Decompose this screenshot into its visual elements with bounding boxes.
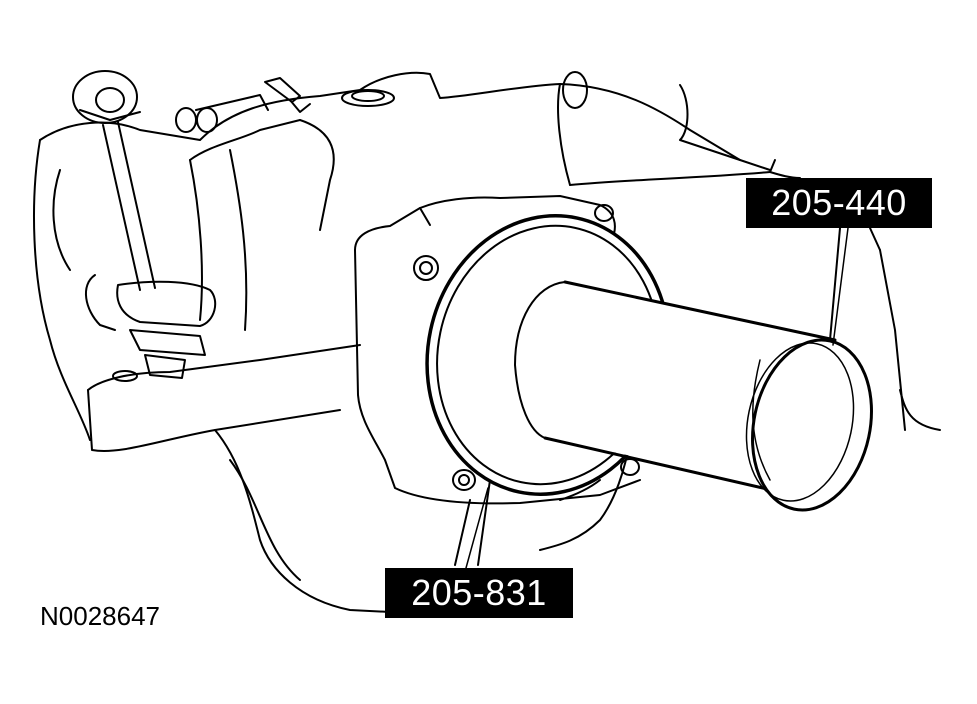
stabilizer-link — [52, 70, 217, 379]
leader-lines — [465, 227, 849, 569]
brake-fittings — [175, 71, 588, 133]
adapter-flange — [354, 195, 641, 505]
callout-label-205-831: 205-831 — [385, 568, 573, 618]
callout-label-205-440: 205-440 — [746, 178, 932, 228]
installer-tool — [514, 280, 873, 512]
figure-id: N0028647 — [40, 601, 160, 631]
lower-arm — [87, 119, 361, 452]
